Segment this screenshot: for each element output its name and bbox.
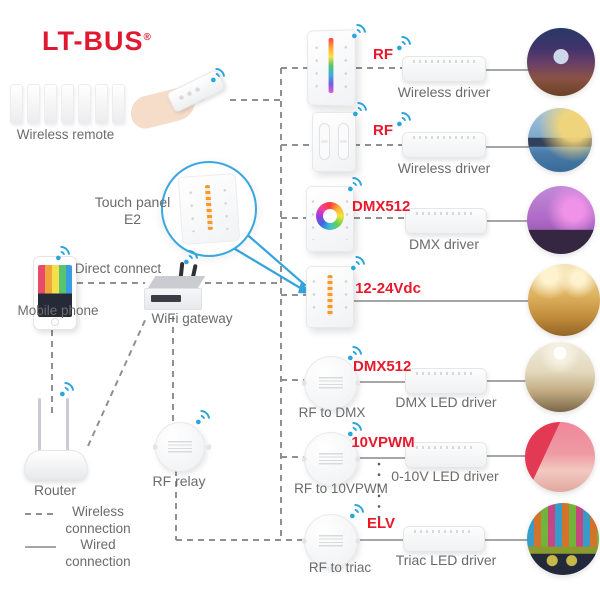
wireless-remote-label: Wireless remote [16, 127, 115, 142]
rf-to-triac-converter-icon [304, 514, 358, 568]
lt-bus-logo: LT-BUS® [42, 26, 152, 56]
scene-bar-counter [527, 503, 599, 575]
slider-track [338, 123, 349, 161]
converter-label: RF to 10VPWM [294, 481, 388, 496]
panel-dots [344, 40, 349, 93]
rf-relay-label: RF relay [152, 473, 206, 489]
zero-ten-v-led-driver-icon [405, 442, 487, 468]
magnifier-circle [161, 161, 257, 257]
remote-icon [95, 84, 108, 124]
panel-dots [311, 274, 316, 317]
legend-wireless: Wireless connection [50, 503, 146, 537]
scene-pink-room [525, 422, 595, 492]
router-icon [24, 450, 88, 480]
rf-to-10vpwm-converter-icon [304, 432, 358, 486]
direct-connect-label: Direct connect [74, 261, 162, 276]
router-antenna [66, 398, 69, 452]
gateway-front [144, 288, 202, 310]
legend-wired: Wired connection [50, 536, 146, 570]
driver-label: DMX LED driver [395, 394, 497, 410]
magnifier-callout-lines [228, 229, 309, 294]
dimmer-strip [327, 275, 333, 317]
protocol-label: ELV [366, 515, 396, 532]
legend-wireless-line1: Wireless [72, 504, 124, 519]
driver-label: Wireless driver [397, 160, 491, 176]
dmx-driver-icon [405, 208, 487, 234]
wireless-driver-icon [402, 132, 486, 158]
phone-app-screen [38, 265, 72, 317]
remote-icon [27, 84, 40, 124]
router-label: Router [33, 482, 77, 498]
wifi-gateway-icon [143, 261, 209, 310]
touch-panel-rgbw-icon [307, 29, 356, 107]
mobile-phone-icon [33, 256, 77, 330]
router-antenna [38, 398, 41, 452]
remote-icon [10, 84, 23, 124]
panel-dots [188, 185, 196, 233]
rf-relay-icon [155, 422, 205, 472]
registered-mark: ® [143, 32, 152, 43]
panel-dots [314, 40, 319, 93]
panel-dots [222, 183, 230, 230]
touch-panel-e2-zoomed [177, 173, 241, 245]
touch-panel-e2-icon [306, 266, 354, 328]
legend-wired-line2: connection [65, 554, 131, 569]
remote-icon [78, 84, 91, 124]
scene-yacht-harbor [528, 108, 592, 172]
protocol-label: 10VPWM [351, 434, 415, 451]
wired-connection-lines [25, 69, 531, 548]
legend-wired-line1: Wired [80, 537, 116, 552]
color-wheel [316, 202, 344, 231]
protocol-label: DMX512 [353, 358, 412, 375]
converter-label: RF to DMX [298, 405, 366, 420]
wifi-gateway-label: WiFi gateway [151, 311, 233, 326]
wireless-remote-group [10, 84, 129, 129]
mobile-phone-label: Mobile phone [17, 303, 99, 318]
protocol-label: DMX512 [352, 198, 411, 215]
touch-panel-label: Touch panel E2 [80, 194, 185, 228]
panel-dots [345, 195, 350, 241]
scene-purple-bedroom [527, 186, 595, 254]
remote-icon [112, 84, 125, 124]
dmx-led-driver-icon [405, 368, 487, 394]
wireless-driver-icon [402, 56, 486, 82]
touch-panel-dimmer-icon [312, 112, 356, 172]
protocol-label: 12-24Vdc [355, 280, 421, 297]
driver-label: DMX driver [408, 236, 479, 252]
rf-to-dmx-converter-icon [304, 356, 358, 410]
wireless-connection-lines [25, 67, 405, 541]
driver-label: Triac LED driver [395, 552, 497, 568]
panel-dots [310, 195, 315, 241]
scene-warm-shop [528, 264, 600, 336]
remote-icon [44, 84, 57, 124]
scene-warm-living-room [525, 342, 595, 412]
legend-wireless-line2: connection [65, 521, 131, 536]
color-strip [328, 38, 334, 94]
scene-home-theater [527, 28, 595, 96]
triac-led-driver-icon [403, 526, 485, 552]
driver-label: Wireless driver [397, 84, 491, 100]
driver-label: 0-10V LED driver [391, 468, 499, 484]
touch-panel-label-line1: Touch panel [94, 194, 171, 210]
slider-track [319, 123, 330, 161]
converter-label: RF to triac [308, 560, 372, 575]
touch-panel-color-wheel-icon [306, 186, 354, 252]
panel-dots [344, 274, 349, 317]
remote-icon [61, 84, 74, 124]
protocol-label: RF [373, 46, 393, 63]
touch-panel-label-line2: E2 [123, 211, 142, 227]
protocol-label: RF [373, 122, 393, 139]
dimmer-strip [204, 185, 213, 231]
